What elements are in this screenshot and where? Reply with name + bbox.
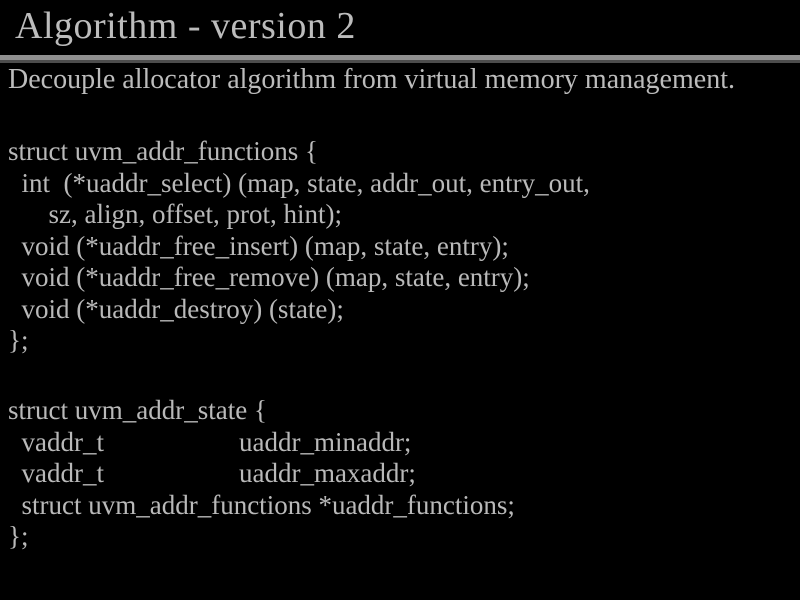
title-underline-rule [0, 55, 800, 63]
slide-subtitle: Decouple allocator algorithm from virtua… [8, 64, 735, 95]
code-block-uvm-addr-functions: struct uvm_addr_functions { int (*uaddr_… [8, 136, 590, 355]
title-underline-rule-light-band [0, 55, 800, 60]
title-underline-rule-dark-band [0, 60, 800, 63]
code-block-uvm-addr-state: struct uvm_addr_state { vaddr_t uaddr_mi… [8, 395, 515, 551]
slide-title: Algorithm - version 2 [15, 5, 356, 47]
